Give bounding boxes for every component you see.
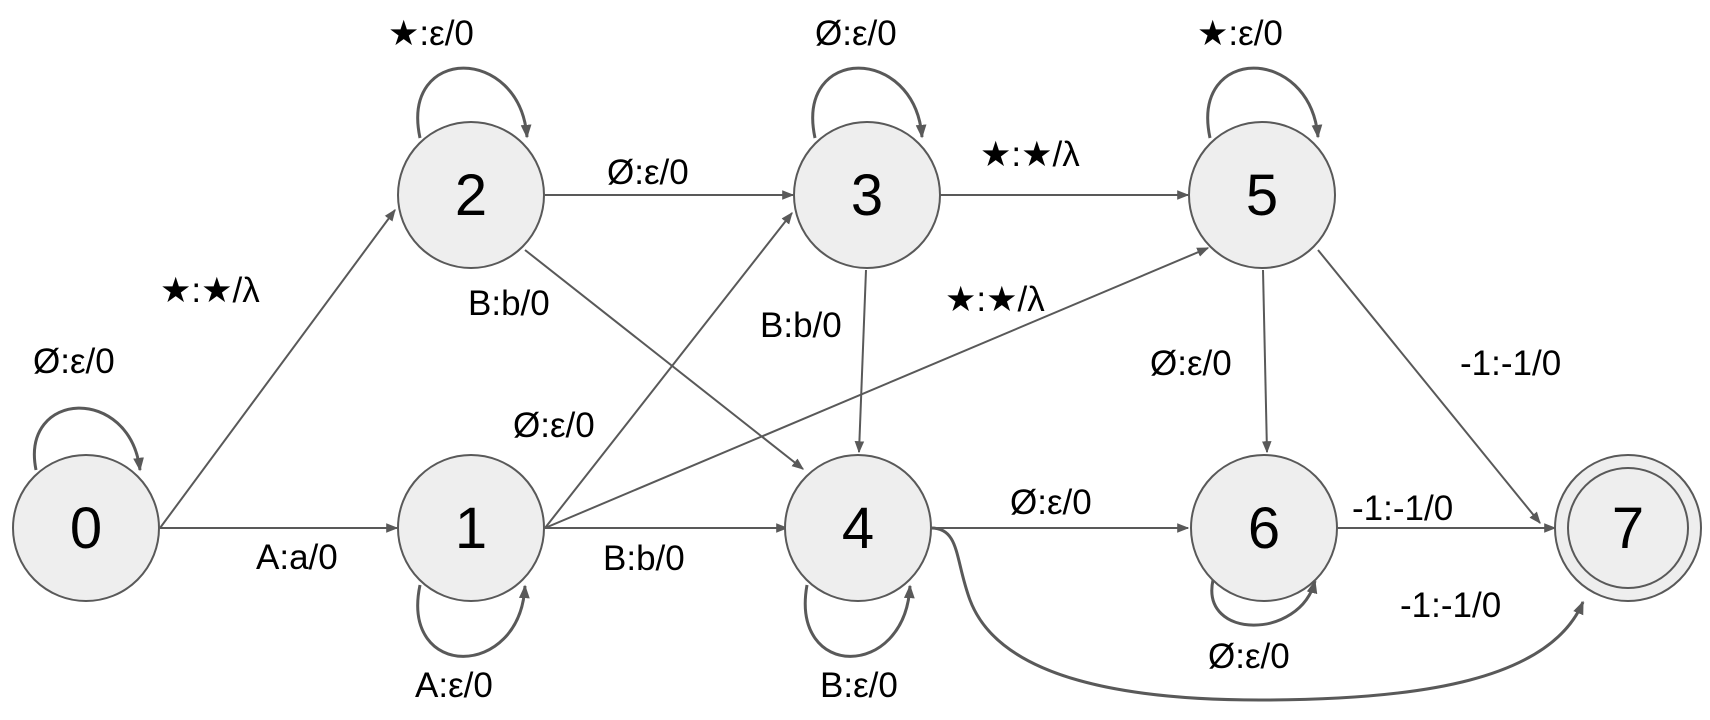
edge-0-2 — [159, 209, 396, 529]
loop-4 — [803, 584, 915, 658]
label-1-1: A:ε/0 — [415, 666, 493, 705]
label-5-5: ★:ε/0 — [1197, 14, 1283, 53]
state-7-label: 7 — [1612, 496, 1644, 561]
label-0-1: A:a/0 — [256, 538, 338, 577]
label-6-6: Ø:ε/0 — [1208, 637, 1290, 676]
edge-5-7 — [1317, 249, 1541, 524]
state-7-accepting: 7 — [1554, 454, 1702, 602]
state-6-label: 6 — [1248, 496, 1280, 561]
state-1: 1 — [397, 454, 545, 602]
label-0-2: ★:★/λ — [160, 271, 260, 310]
label-1-4: B:b/0 — [603, 539, 685, 578]
edge-1-3 — [544, 212, 793, 529]
loop-3 — [811, 66, 927, 139]
label-5-6: Ø:ε/0 — [1150, 344, 1232, 383]
edge-5-6 — [1261, 269, 1272, 454]
loop-1 — [416, 584, 530, 658]
state-3: 3 — [793, 121, 941, 269]
label-5-7: -1:-1/0 — [1460, 344, 1561, 383]
state-0-label: 0 — [70, 496, 102, 561]
state-1-label: 1 — [455, 496, 487, 561]
state-3-label: 3 — [851, 163, 883, 228]
edges — [32, 66, 1585, 702]
label-4-6: Ø:ε/0 — [1010, 483, 1092, 522]
edge-labels: Ø:ε/0 A:a/0 ★:★/λ A:ε/0 Ø:ε/0 B:b/0 ★:★/… — [33, 14, 1561, 705]
edge-3-4 — [854, 269, 867, 454]
edge-2-4 — [524, 249, 804, 470]
state-0: 0 — [12, 454, 160, 602]
state-2-label: 2 — [455, 163, 487, 228]
label-4-7: -1:-1/0 — [1400, 586, 1501, 625]
state-4: 4 — [784, 454, 932, 602]
label-3-3: Ø:ε/0 — [815, 14, 897, 53]
label-2-4: B:b/0 — [468, 284, 550, 323]
label-0-0: Ø:ε/0 — [33, 342, 115, 381]
state-5-label: 5 — [1246, 163, 1278, 228]
edge-4-7 — [930, 526, 1585, 702]
label-2-2: ★:ε/0 — [388, 14, 474, 53]
state-2: 2 — [397, 121, 545, 269]
accepting-ring — [1567, 467, 1689, 589]
state-6: 6 — [1190, 454, 1338, 602]
loop-0 — [32, 406, 144, 472]
label-1-3: Ø:ε/0 — [513, 406, 595, 445]
label-1-5: ★:★/λ — [945, 280, 1045, 319]
loop-5 — [1206, 66, 1323, 139]
edge-1-5 — [544, 247, 1210, 529]
loop-6 — [1210, 579, 1318, 627]
label-3-4: B:b/0 — [760, 306, 842, 345]
states: 0 1 2 3 4 5 6 7 — [12, 121, 1702, 602]
state-4-label: 4 — [842, 496, 874, 561]
label-6-7: -1:-1/0 — [1352, 489, 1453, 528]
state-5: 5 — [1188, 121, 1336, 269]
label-2-3: Ø:ε/0 — [607, 153, 689, 192]
label-3-5: ★:★/λ — [980, 135, 1080, 174]
label-4-4: B:ε/0 — [820, 666, 898, 705]
loop-2 — [416, 66, 532, 139]
